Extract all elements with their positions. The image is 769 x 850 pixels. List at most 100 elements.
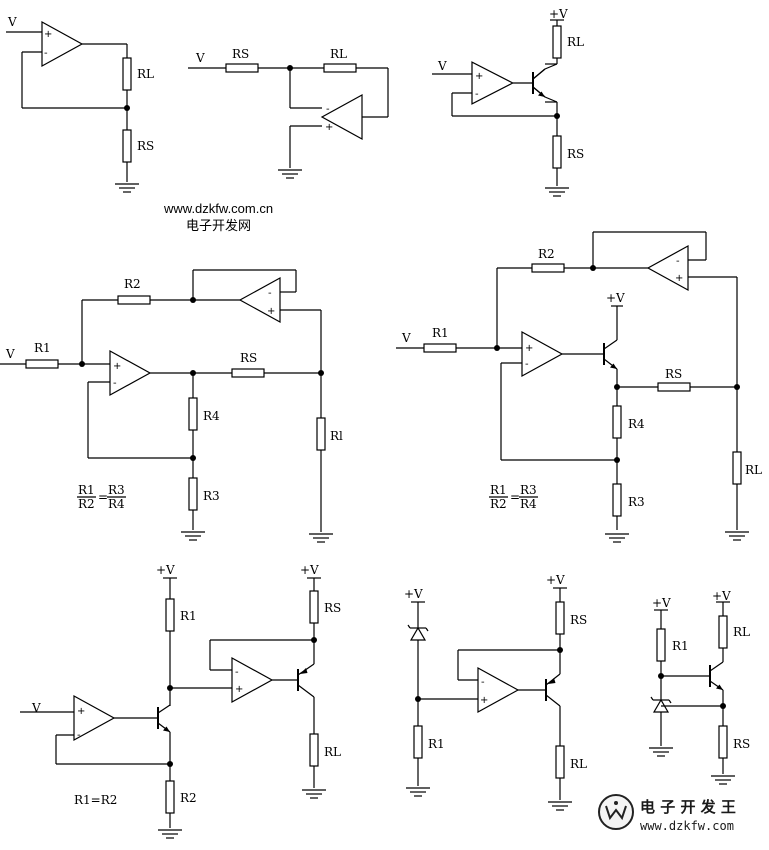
svg-text:+: +	[113, 361, 121, 372]
svg-text:Rl: Rl	[330, 429, 343, 443]
ground-symbol	[724, 531, 750, 541]
circuit-7: +V +V R1 RS RL - +	[404, 573, 587, 811]
svg-text:RS: RS	[324, 601, 341, 615]
resistor-rs	[309, 590, 319, 624]
zener-diode	[409, 626, 427, 641]
svg-text:R3: R3	[628, 495, 645, 509]
ground-symbol	[544, 187, 570, 197]
circuit-1: V + - RL RS	[6, 15, 154, 193]
svg-text:RS: RS	[567, 147, 584, 161]
svg-text:V: V	[401, 331, 411, 345]
svg-text:+V: +V	[652, 596, 671, 610]
svg-text:+V: +V	[546, 573, 565, 587]
svg-text:R2: R2	[180, 791, 197, 805]
svg-text:RS: RS	[733, 737, 750, 751]
ground-symbol	[114, 183, 140, 193]
svg-text:+: +	[475, 71, 483, 82]
resistor-rs	[657, 382, 691, 392]
ground-symbol	[301, 789, 327, 799]
svg-text:R1: R1	[180, 609, 197, 623]
svg-text:R1: R1	[672, 639, 689, 653]
svg-text:+: +	[675, 273, 683, 284]
svg-text:R1: R1	[432, 326, 449, 340]
logo-icon	[598, 794, 634, 830]
svg-text:RL: RL	[324, 745, 341, 759]
svg-text:+: +	[267, 306, 275, 317]
svg-text:R4: R4	[108, 497, 125, 511]
ground-symbol	[405, 787, 431, 797]
svg-text:+V: +V	[712, 589, 731, 603]
svg-text:+: +	[325, 122, 333, 133]
svg-text:R4: R4	[203, 409, 220, 423]
site-name: 电子开发网	[186, 218, 251, 233]
brand-url: www.dzkfw.com	[640, 819, 734, 833]
resistor-rs	[225, 63, 259, 73]
resistor-rl	[552, 25, 562, 59]
label-minus: -	[44, 48, 48, 59]
svg-text:RL: RL	[570, 757, 587, 771]
ratio-formula: R1 R2 = R3 R4	[77, 483, 126, 511]
svg-text:-: -	[525, 359, 529, 370]
resistor-r1	[165, 598, 175, 632]
resistor-r4	[188, 397, 198, 431]
ground-symbol	[157, 829, 183, 839]
svg-text:R4: R4	[520, 497, 537, 511]
svg-text:RL: RL	[567, 35, 584, 49]
brand-name: 电 子 开 发 王	[640, 798, 736, 816]
svg-text:R2: R2	[124, 277, 141, 291]
svg-text:R2: R2	[490, 497, 507, 511]
svg-text:V: V	[437, 59, 447, 73]
resistor-r2	[531, 263, 565, 273]
circuit-2: V RS RL - +	[188, 47, 389, 179]
circuit-4: V R1 R2 RS R4 R3 Rl + - - + R1 R2 = R3 R…	[0, 269, 343, 543]
svg-text:V: V	[5, 347, 15, 361]
ground-symbol	[308, 533, 334, 543]
svg-text:-: -	[326, 104, 330, 115]
svg-text:RL: RL	[733, 625, 750, 639]
svg-text:V: V	[31, 701, 41, 715]
resistor-rs	[718, 725, 728, 759]
svg-text:-: -	[481, 677, 485, 688]
op-amp-output	[231, 657, 273, 703]
label-v: V	[7, 15, 17, 29]
brand-watermark: 电 子 开 发 王 www.dzkfw.com	[598, 794, 736, 833]
svg-text:R4: R4	[628, 417, 645, 431]
ground-symbol	[180, 531, 206, 541]
resistor-rl	[309, 733, 319, 767]
svg-text:R3: R3	[108, 483, 125, 497]
svg-text:=: =	[98, 490, 108, 504]
resistor-r4	[612, 405, 622, 439]
resistor-r3	[188, 477, 198, 511]
svg-text:R1: R1	[428, 737, 445, 751]
resistor-r1	[25, 359, 59, 369]
resistor-r2	[117, 295, 151, 305]
svg-text:+V: +V	[300, 563, 319, 577]
ratio-formula: R1 R2 = R3 R4	[489, 483, 538, 511]
svg-text:+V: +V	[404, 587, 423, 601]
svg-text:RL: RL	[330, 47, 347, 61]
resistor-rl	[323, 63, 357, 73]
svg-text:RS: RS	[570, 613, 587, 627]
svg-text:+V: +V	[549, 7, 568, 21]
ground-symbol	[648, 747, 674, 757]
svg-text:R2: R2	[538, 247, 555, 261]
resistor-r3	[612, 483, 622, 517]
svg-text:R2: R2	[78, 497, 95, 511]
resistor-rl	[122, 57, 132, 91]
svg-text:+V: +V	[606, 291, 625, 305]
svg-text:V: V	[195, 51, 205, 65]
svg-text:-: -	[77, 730, 81, 741]
svg-text:R3: R3	[520, 483, 537, 497]
resistor-rl	[718, 615, 728, 649]
npn-transistor	[532, 68, 546, 98]
svg-text:R3: R3	[203, 489, 220, 503]
svg-text:=: =	[510, 490, 520, 504]
svg-text:R1: R1	[34, 341, 51, 355]
ground-symbol	[710, 775, 736, 785]
svg-text:+: +	[235, 684, 243, 695]
svg-text:RL: RL	[745, 463, 762, 477]
svg-text:R1=R2: R1=R2	[74, 793, 117, 807]
resistor-r1	[656, 628, 666, 662]
svg-text:RS: RS	[240, 351, 257, 365]
